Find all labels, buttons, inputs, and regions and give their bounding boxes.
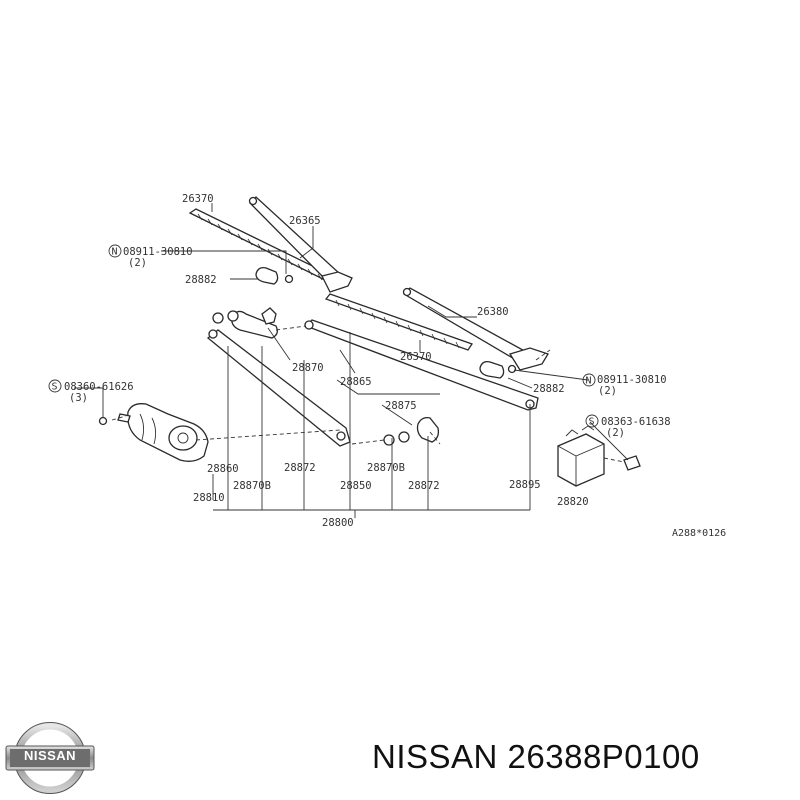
cap-28882-left [255,266,294,285]
nut-marker-n-right: N [582,373,596,387]
label-26370-lower: 26370 [400,351,432,363]
label-28850: 28850 [340,480,372,492]
wiper-amplifier [557,425,641,487]
label-26365: 26365 [289,215,321,227]
label-28820: 28820 [557,496,589,508]
label-28870B-right: 28870B [367,462,405,474]
nissan-logo [5,722,95,794]
svg-text:N: N [586,376,592,387]
cap-28882-right [479,360,517,379]
label-28882-right: 28882 [533,383,565,395]
diagram-reference-code: A288*0126 [672,528,726,539]
label-28810: 28810 [193,492,225,504]
pivot-28875 [383,416,440,446]
label-26380: 26380 [477,306,509,318]
label-28882-left: 28882 [185,274,217,286]
label-08911-right-qty: (2) [598,385,617,397]
label-28872-left: 28872 [284,462,316,474]
svg-text:S: S [589,417,595,428]
label-28800: 28800 [322,517,354,529]
screw-marker-s-right: S [585,414,599,428]
label-28860: 28860 [207,463,239,475]
wiper-blade-right [324,293,474,351]
label-08911-right: 08911-30810 [597,374,667,386]
label-28875: 28875 [385,400,417,412]
wiper-motor [98,403,209,462]
label-28870B-left: 28870B [233,480,271,492]
label-08363-qty: (2) [606,427,625,439]
label-26370-upper: 26370 [182,193,214,205]
label-28865: 28865 [340,376,372,388]
label-08360-qty: (3) [69,392,88,404]
nut-marker-n-left: N [108,244,122,258]
pivot-28870 [212,307,278,339]
label-08363: 08363-61638 [601,416,671,428]
screw-marker-s-left: S [48,379,62,393]
leader-lines [74,203,629,518]
wiper-arm-left [248,196,353,293]
part-number-caption: NISSAN 26388P0100 [372,738,700,775]
wiper-arm-right [402,287,549,371]
linkage-rod-28872-left [206,329,351,447]
label-08911-left-qty: (2) [128,257,147,269]
label-28895: 28895 [509,479,541,491]
svg-text:N: N [112,247,118,258]
label-28870: 28870 [292,362,324,374]
label-08360: 08360-61626 [64,381,134,393]
nissan-logo-text: NISSAN [23,748,77,763]
label-28872-right: 28872 [408,480,440,492]
label-08911-left: 08911-30810 [123,246,193,258]
svg-text:S: S [52,382,58,393]
